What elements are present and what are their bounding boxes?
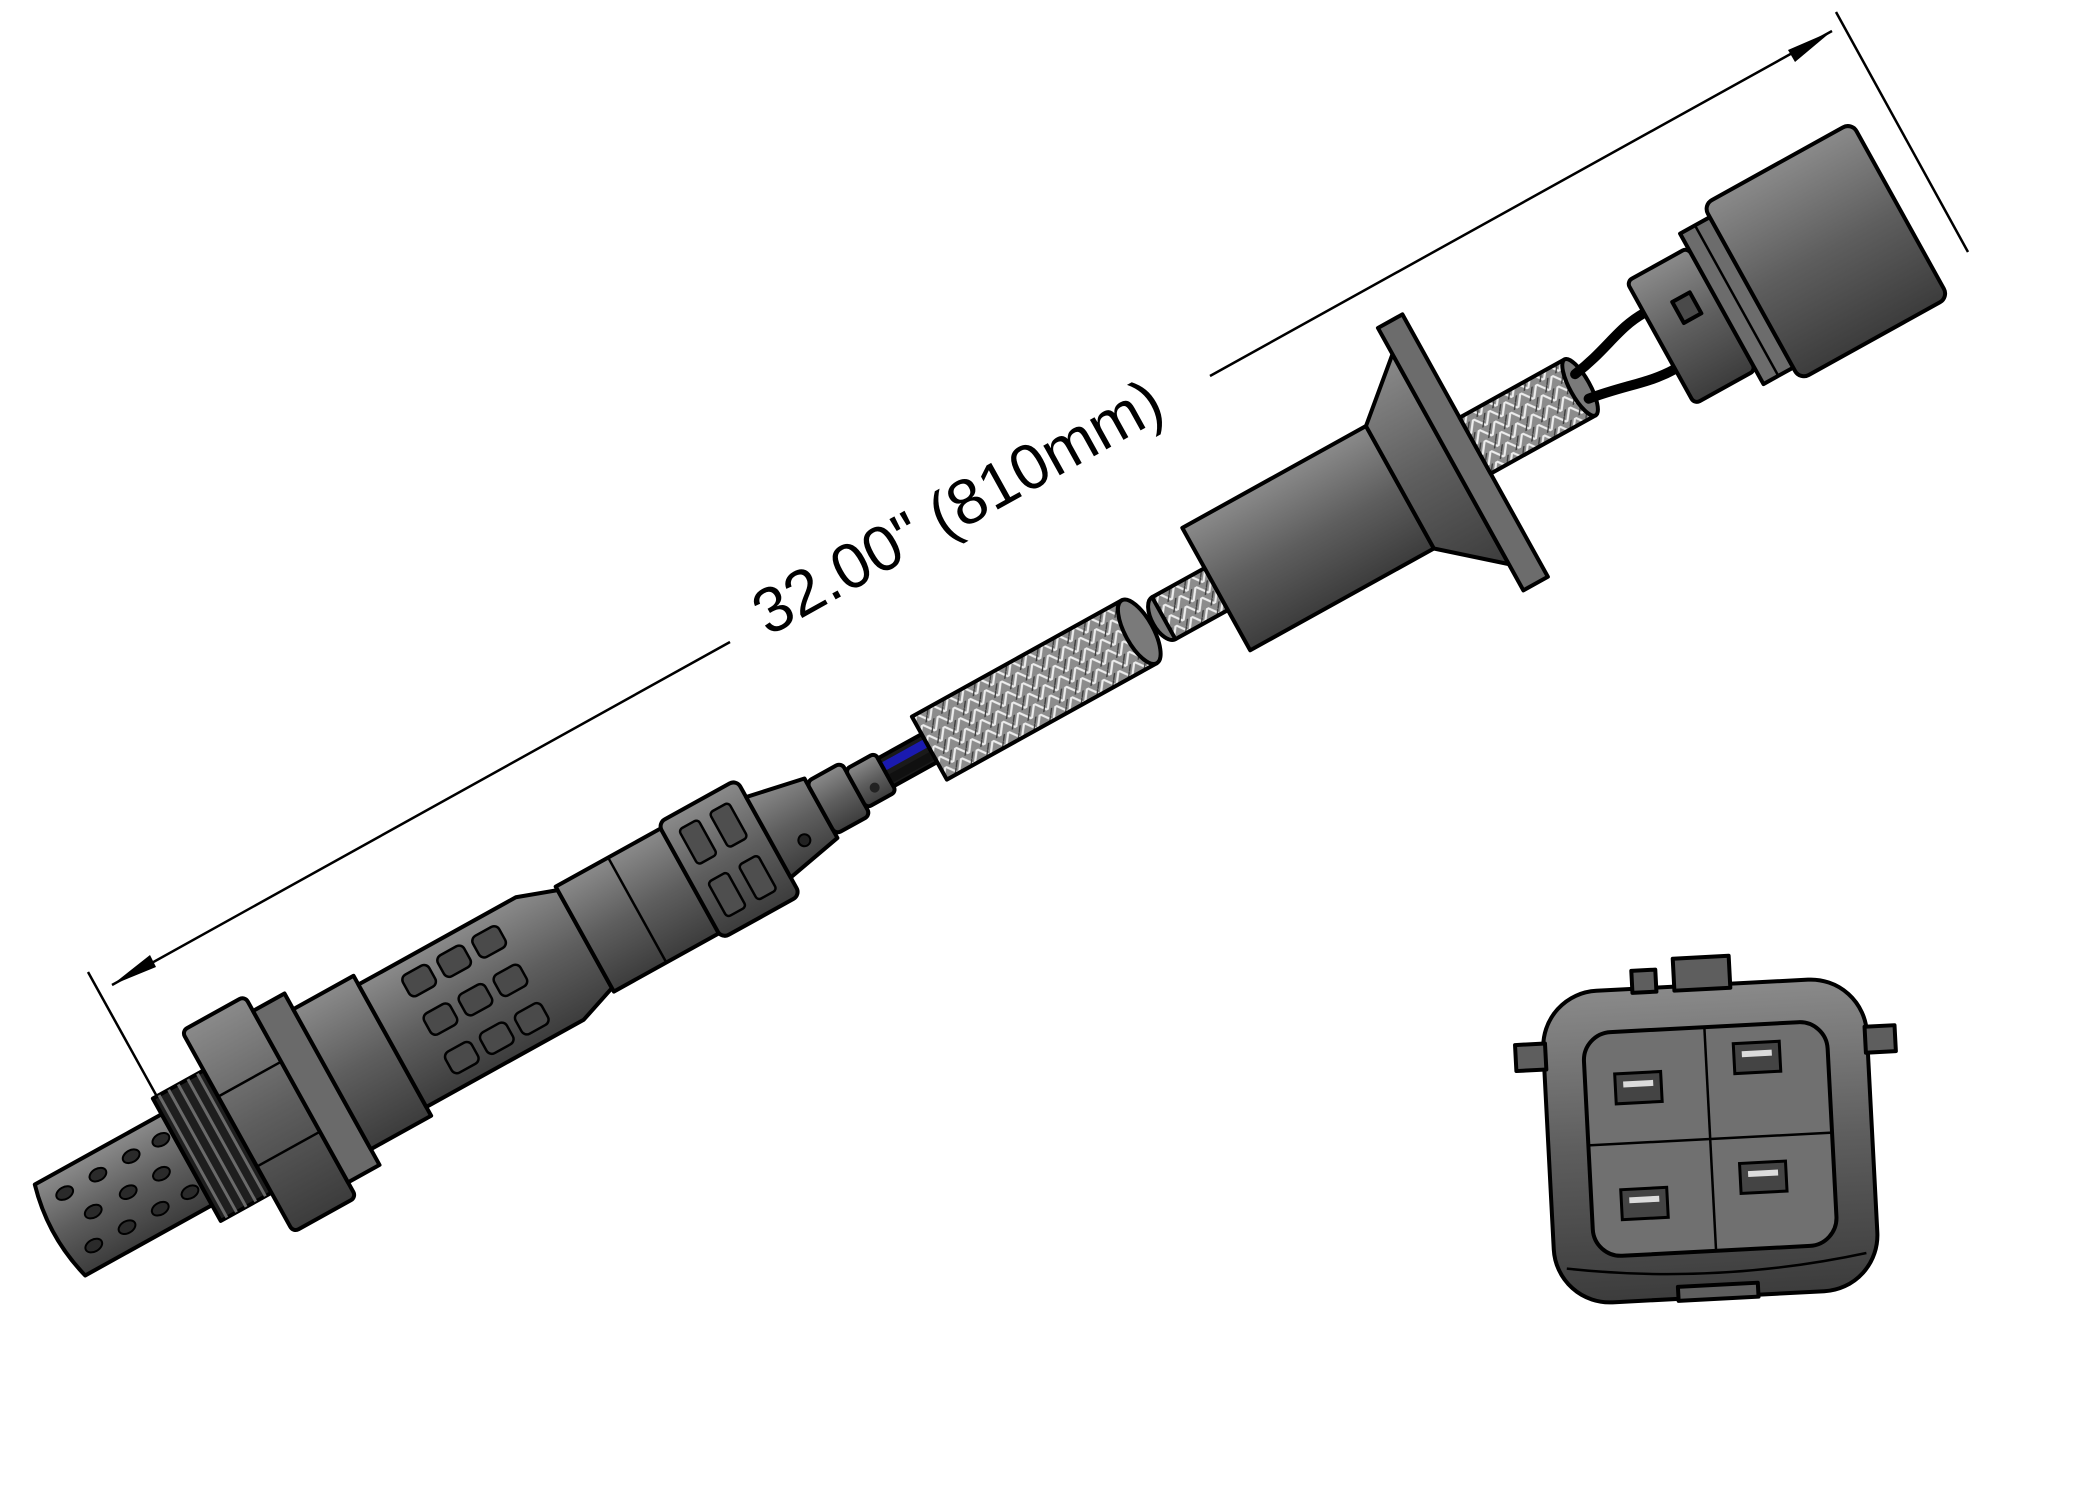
wire-connector-housing	[1626, 124, 1948, 404]
sensor-thread	[150, 1068, 274, 1223]
dimension-line-right	[1209, 29, 1833, 378]
dimension-line-left	[111, 640, 731, 987]
braided-cable-lower	[909, 597, 1163, 782]
4-pin-connector-face-icon	[1513, 953, 1898, 1305]
sensor-grommet-flange	[1180, 312, 1550, 653]
sensor-crimp-collar	[658, 752, 897, 938]
sensor-tip	[32, 1112, 215, 1278]
dimension-arrow-left	[112, 955, 156, 985]
sensor-hex-nut	[181, 991, 382, 1233]
sensor-lead-wires	[875, 732, 940, 789]
dimension-arrow-right	[1788, 31, 1832, 62]
connector-pigtail-wires	[1570, 308, 1681, 404]
sensor-assembly	[32, 124, 1948, 1278]
dimension-extension-right	[1834, 11, 1970, 253]
sensor-body	[291, 826, 721, 1152]
